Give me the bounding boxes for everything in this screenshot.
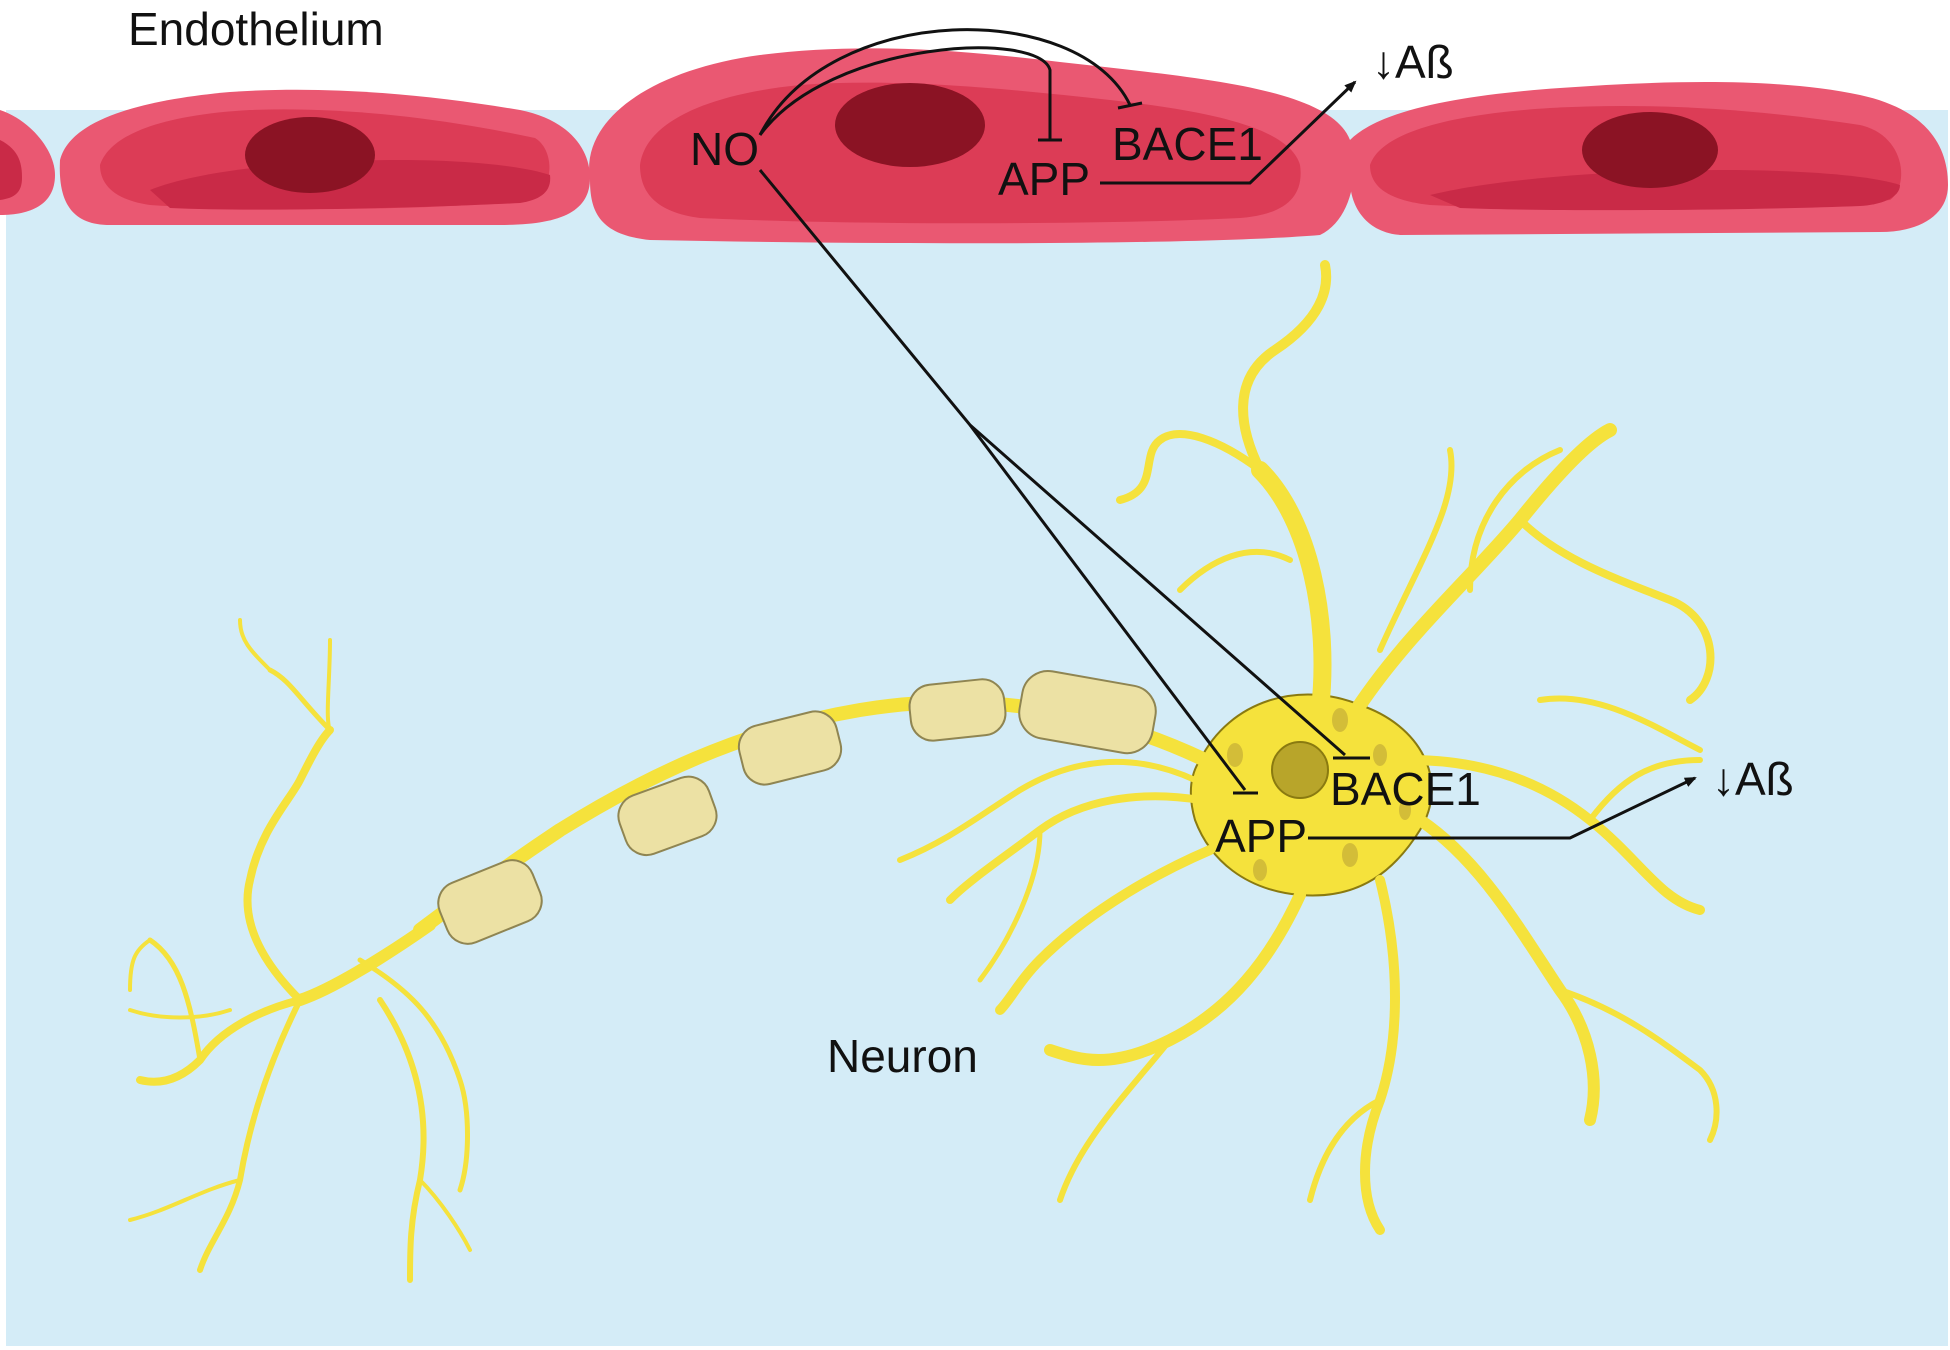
- neuron-nucleus: [1271, 741, 1329, 799]
- no-label: NO: [690, 123, 759, 175]
- neuron-granules: [1227, 708, 1411, 881]
- endothelial-cell-1: [59, 89, 590, 225]
- myelin-sheaths: [437, 670, 1157, 945]
- edge-app-endothelium-to-abeta: [1100, 80, 1357, 185]
- myelin-segment: [617, 775, 718, 857]
- endothelial-cell-3: [1350, 82, 1948, 235]
- app-endothelium-label: APP: [998, 153, 1090, 205]
- endothelial-nucleus-1: [245, 117, 375, 193]
- endothelium-layer: [0, 48, 1948, 244]
- edge-app-neuron-to-abeta: [1308, 776, 1697, 840]
- bace1-endothelium-label: BACE1: [1112, 118, 1263, 170]
- endothelial-nucleus-2: [835, 83, 985, 167]
- neuron-label: Neuron: [827, 1030, 978, 1082]
- myelin-segment: [437, 859, 543, 945]
- neuron: [128, 260, 1720, 1283]
- axon-terminals: [128, 618, 472, 1283]
- endothelial-cell-left-edge-inner: [0, 140, 22, 200]
- myelin-segment: [908, 678, 1007, 742]
- myelin-segment: [737, 710, 843, 786]
- neuron-dendrites: [897, 260, 1720, 1235]
- bace1-neuron-label: BACE1: [1330, 763, 1481, 815]
- abeta-neuron-label: ↓Aß: [1712, 753, 1794, 805]
- pathway-lines: [758, 28, 1697, 840]
- abeta-endothelium-label: ↓Aß: [1372, 36, 1454, 88]
- myelin-segment: [1018, 670, 1157, 755]
- endothelium-label: Endothelium: [128, 3, 384, 55]
- inhibition-bar: [1117, 101, 1143, 110]
- app-neuron-label: APP: [1215, 810, 1307, 862]
- edge-no-to-bace1-endothelium: [758, 28, 1132, 136]
- endothelial-nucleus-3: [1582, 112, 1718, 188]
- edge-no-to-app-neuron: [968, 424, 1247, 791]
- edge-no-to-app-endothelium: [758, 46, 1052, 140]
